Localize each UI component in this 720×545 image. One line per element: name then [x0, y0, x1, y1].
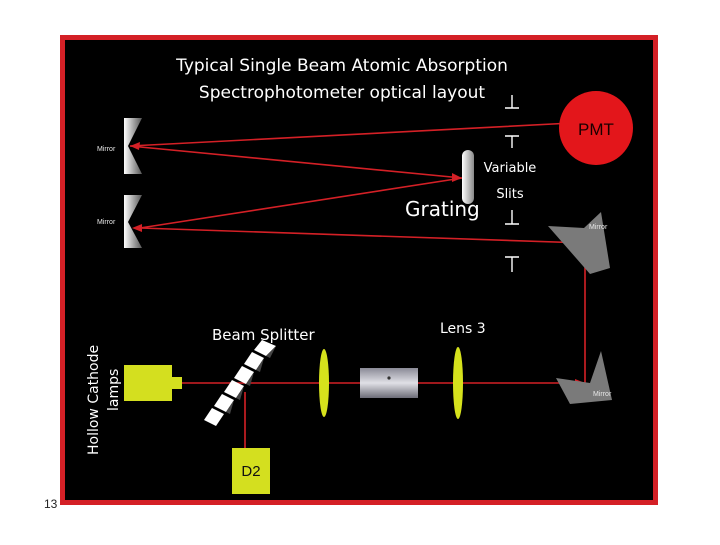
beam-splitter-label: Beam Splitter [212, 326, 315, 344]
variable-label: Variable [484, 161, 537, 176]
mirror-mid-left [124, 195, 142, 248]
sample-cell [360, 368, 418, 398]
beam-splitter [204, 340, 276, 426]
diagram-title-line1: Typical Single Beam Atomic Absorption [175, 56, 508, 76]
slit-markers [505, 95, 519, 272]
mirror-mid-left-label: Mirror [97, 219, 116, 226]
pmt-label: PMT [578, 120, 614, 139]
diagram-background [65, 40, 653, 500]
d2-label: D2 [241, 463, 260, 480]
mirror-right-bottom-label: Mirror [593, 391, 612, 398]
mirror-right-top-label: Mirror [589, 224, 608, 231]
hollow-cathode-label: Hollow Cathode [86, 345, 102, 455]
mirror-top-left-label: Mirror [97, 146, 116, 153]
grating-label: Grating [405, 197, 480, 221]
slide-number: 13 [44, 497, 58, 511]
grating-element [462, 150, 474, 204]
lamp-window [172, 377, 182, 389]
slits-label: Slits [496, 187, 524, 202]
lens-3 [453, 347, 463, 419]
hollow-cathode-lamp [124, 365, 172, 401]
mirror-top-left [124, 118, 142, 174]
d2-lamp [232, 448, 270, 494]
pmt-detector [559, 91, 633, 165]
mirror-right-top [548, 212, 610, 274]
diagram-title-line2: Spectrophotometer optical layout [199, 83, 485, 103]
mirror-right-bottom [556, 351, 612, 404]
lamps-label: lamps [106, 369, 122, 411]
lens-1 [319, 349, 329, 417]
lens3-label: Lens 3 [440, 321, 486, 337]
